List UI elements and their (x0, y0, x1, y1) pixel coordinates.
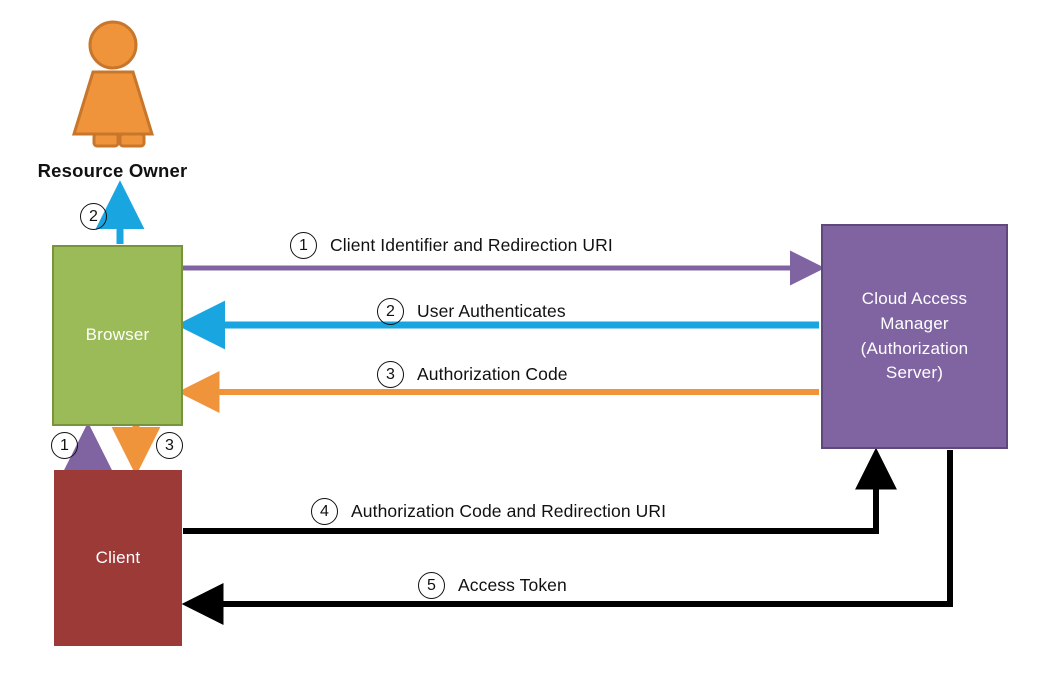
vertical-marker-2-badge: 2 (80, 203, 107, 230)
cloud-access-manager-label: Cloud Access Manager (Authorization Serv… (861, 287, 969, 386)
client-label: Client (95, 547, 141, 567)
step-number-1-badge: 1 (290, 232, 317, 259)
cam-line-3: (Authorization (860, 338, 969, 358)
step-number-3-badge: 3 (377, 361, 404, 388)
edge-label-5-text: Access Token (458, 575, 567, 595)
cam-line-1: Cloud Access (861, 289, 968, 309)
edge-label-3: 3 Authorization Code (377, 361, 568, 388)
step-number-5-badge: 5 (418, 572, 445, 599)
edge-label-2: 2 User Authenticates (377, 298, 566, 325)
node-cloud-access-manager[interactable]: Cloud Access Manager (Authorization Serv… (821, 224, 1008, 449)
arrow-5-cam-to-client (181, 450, 953, 625)
edge-label-3-text: Authorization Code (417, 364, 568, 384)
person-icon (71, 20, 155, 148)
step-number-2-badge: 2 (377, 298, 404, 325)
edge-label-4-text: Authorization Code and Redirection URI (351, 501, 667, 521)
edge-label-4: 4 Authorization Code and Redirection URI (311, 498, 666, 525)
resource-owner-label: Resource Owner (37, 160, 188, 181)
edge-label-1: 1 Client Identifier and Redirection URI (290, 232, 613, 259)
step-number-4-badge: 4 (311, 498, 338, 525)
vertical-marker-3-badge: 3 (156, 432, 183, 459)
edge-label-2-text: User Authenticates (417, 301, 566, 321)
node-client[interactable]: Client (54, 470, 182, 646)
browser-label: Browser (85, 325, 150, 345)
vertical-marker-1-badge: 1 (51, 432, 78, 459)
node-browser[interactable]: Browser (52, 245, 183, 426)
edge-label-1-text: Client Identifier and Redirection URI (330, 235, 613, 255)
cam-line-2: Manager (880, 313, 949, 333)
cam-line-4: Server) (885, 363, 944, 383)
edge-label-5: 5 Access Token (418, 572, 567, 599)
